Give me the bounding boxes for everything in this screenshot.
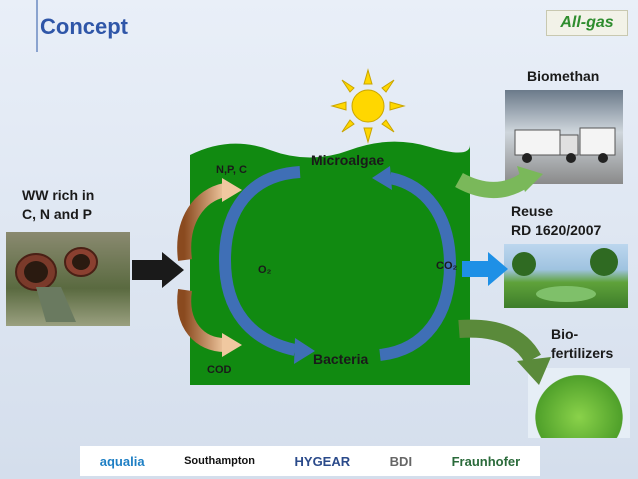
nutrients-arrowhead — [222, 178, 242, 202]
wastewater-pipe-photo — [6, 232, 130, 326]
slide-title: Concept — [40, 14, 128, 39]
reuse-label-line1: Reuse — [511, 203, 554, 219]
input-label-line1: WW rich in — [22, 187, 95, 203]
fertilizer-powder-photo — [528, 368, 630, 438]
o2-label: O₂ — [258, 264, 272, 276]
biomethane-arrow — [455, 166, 543, 198]
pipe-icon — [15, 247, 98, 322]
right-cycle-arrow — [379, 172, 457, 361]
fertilizer-arrow — [458, 319, 551, 385]
input-label-line2: C, N and P — [22, 206, 93, 222]
cod-arrow — [177, 289, 226, 352]
aqualia-logo: aqualia — [99, 453, 145, 469]
input-arrow — [132, 252, 184, 288]
southampton-logo: Southampton — [184, 455, 255, 467]
pond-area — [190, 141, 470, 385]
reuse-arrow — [462, 252, 508, 286]
biomethane-trucks-photo — [505, 90, 623, 184]
tree-icon — [512, 248, 618, 302]
fraunhofer-logo: Fraunhofer — [451, 453, 521, 469]
bio-label-line2: fertilizers — [551, 345, 614, 361]
bio-label-line1: Bio- — [551, 326, 579, 342]
left-cycle-arrow — [218, 166, 301, 356]
microalgae-label: Microalgae — [311, 152, 385, 168]
golf-course-photo — [504, 244, 628, 308]
bdi-logo: BDI — [389, 453, 413, 469]
title-divider — [36, 0, 38, 52]
reuse-label-line2: RD 1620/2007 — [511, 222, 602, 238]
bacteria-label: Bacteria — [313, 351, 369, 367]
hygear-logo: HYGEAR — [294, 453, 351, 469]
biomethane-label: Biomethan — [527, 68, 600, 84]
co2-label: CO₂ — [436, 260, 458, 272]
all-gas-logo: All-gas — [546, 10, 628, 36]
nutrients-label: N,P, C — [216, 164, 247, 176]
nutrients-arrow — [177, 183, 227, 261]
truck-icon — [514, 127, 616, 163]
sponsor-logos: aqualia Southampton HYGEAR BDI Fraunhofe… — [80, 446, 540, 476]
sun-icon — [330, 68, 406, 144]
cod-arrowhead — [222, 333, 242, 357]
pond-shape — [190, 141, 470, 385]
cycle-diagram — [177, 166, 457, 364]
left-cycle-arrowhead — [294, 338, 315, 364]
cod-label: COD — [207, 364, 232, 376]
right-cycle-arrowhead — [372, 166, 392, 190]
